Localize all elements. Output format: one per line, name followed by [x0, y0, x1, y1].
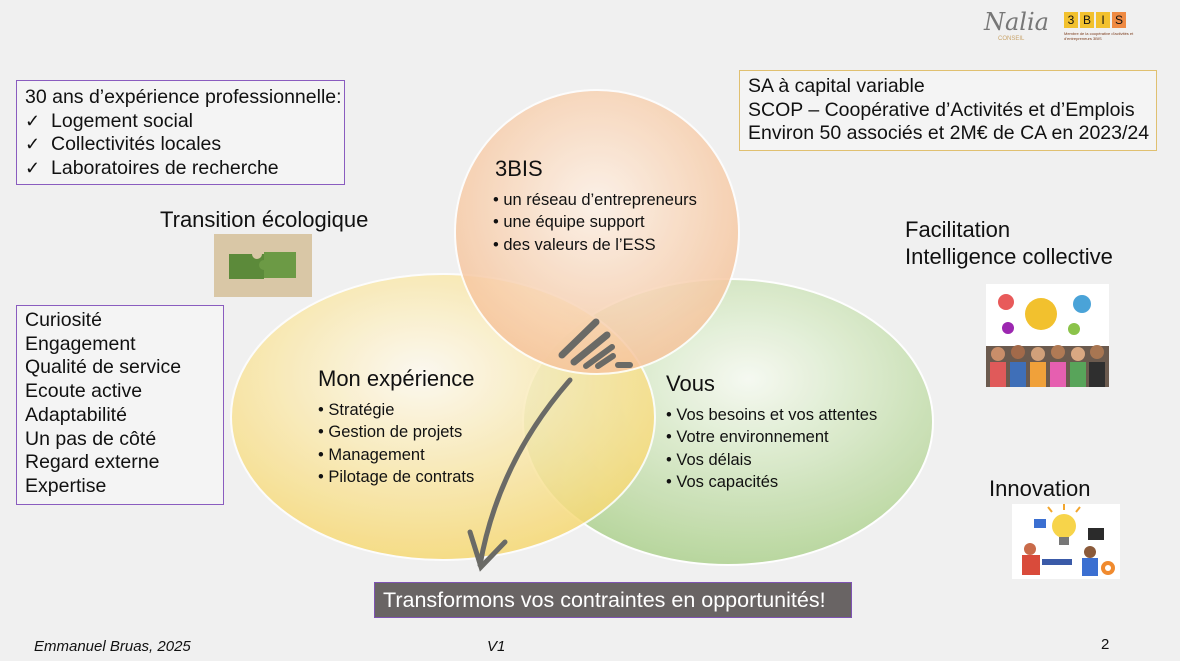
quality-item: Adaptabilité [25, 403, 127, 426]
venn-left-list: • Stratégie • Gestion de projets • Manag… [318, 399, 474, 489]
venn-right-title: Vous [666, 371, 715, 396]
quality-item: Ecoute active [25, 380, 143, 403]
venn-left-item: • Stratégie [318, 401, 395, 419]
transition-label: Transition écologique [160, 207, 369, 232]
venn-left-item: • Pilotage de contrats [318, 468, 475, 487]
check-icon: ✓ [25, 134, 41, 155]
quality-item: Qualité de service [25, 356, 182, 379]
nalia-logo: Nalia CONSEIL [984, 8, 1049, 42]
scribble-icon [558, 318, 633, 369]
venn-top-item: • des valeurs de l’ESS [493, 235, 656, 254]
venn-top-title: 3BIS [495, 156, 543, 181]
nalia-logo-sub: CONSEIL [998, 36, 1025, 42]
experience-item: ✓Collectivités locales [25, 133, 222, 156]
venn-right-item: • Vos capacités [666, 473, 779, 492]
check-icon: ✓ [25, 158, 41, 179]
collective-intelligence-line: Intelligence collective [905, 244, 1113, 269]
puzzle-icon [229, 252, 296, 279]
venn-right-item: • Votre environnement [666, 428, 829, 447]
brand-letter-3: 3 [1064, 12, 1078, 28]
3bis-logo: 3 B I S Membre de la coopérative d'activ… [1064, 12, 1140, 42]
team-illustration-icon [986, 294, 1109, 387]
venn-top-item: • une équipe support [493, 213, 645, 232]
venn-top-list: • un réseau d’entrepreneurs • une équipe… [493, 189, 697, 256]
experience-box: 30 ans d’expérience professionnelle: ✓Lo… [16, 80, 345, 185]
company-line: Environ 50 associés et 2M€ de CA en 2023… [748, 122, 1150, 145]
page-number: 2 [1101, 636, 1110, 653]
quality-item: Engagement [25, 332, 136, 355]
puzzle-image [214, 234, 312, 297]
venn-top-item: • un réseau d’entrepreneurs [493, 191, 697, 209]
venn-right-item: • Vos besoins et vos attentes [666, 406, 878, 424]
innovation-label: Innovation [989, 476, 1091, 501]
venn-left-item: • Management [318, 445, 425, 464]
experience-heading: 30 ans d’expérience professionnelle: [25, 86, 342, 108]
arrow-icon [467, 377, 573, 572]
innovation-image [1012, 504, 1120, 579]
brand-tagline: Membre de la coopérative d'activités et … [1064, 31, 1134, 41]
qualities-box: Curiosité Engagement Qualité de service … [16, 305, 224, 505]
experience-item: ✓Logement social [25, 109, 194, 132]
footer-version: V1 [487, 638, 506, 655]
company-line: SA à capital variable [748, 75, 925, 97]
experience-item: ✓Laboratoires de recherche [25, 157, 279, 180]
team-image [986, 284, 1109, 387]
company-line: SCOP – Coopérative d’Activités et d’Empl… [748, 98, 1135, 121]
venn-left-item: • Gestion de projets [318, 423, 463, 442]
footer-author: Emmanuel Bruas, 2025 [34, 638, 191, 655]
venn-right-list: • Vos besoins et vos attentes • Votre en… [666, 404, 877, 494]
venn-left-title: Mon expérience [318, 366, 475, 391]
check-icon: ✓ [25, 110, 41, 131]
brand-letter-s: S [1112, 12, 1126, 28]
company-box: SA à capital variable SCOP – Coopérative… [739, 70, 1157, 151]
brand-letter-i: I [1096, 12, 1110, 28]
facilitation-line: Facilitation [905, 217, 1011, 242]
quality-item: Curiosité [25, 309, 102, 331]
lightbulb-illustration-icon [1022, 504, 1115, 576]
circle-3bis [454, 89, 740, 375]
venn-right-item: • Vos délais [666, 450, 752, 469]
brand-letter-b: B [1080, 12, 1094, 28]
quality-item: Un pas de côté [25, 427, 157, 450]
quality-item: Expertise [25, 474, 107, 497]
opportunities-banner: Transformons vos contraintes en opportun… [374, 582, 852, 618]
quality-item: Regard externe [25, 451, 160, 474]
